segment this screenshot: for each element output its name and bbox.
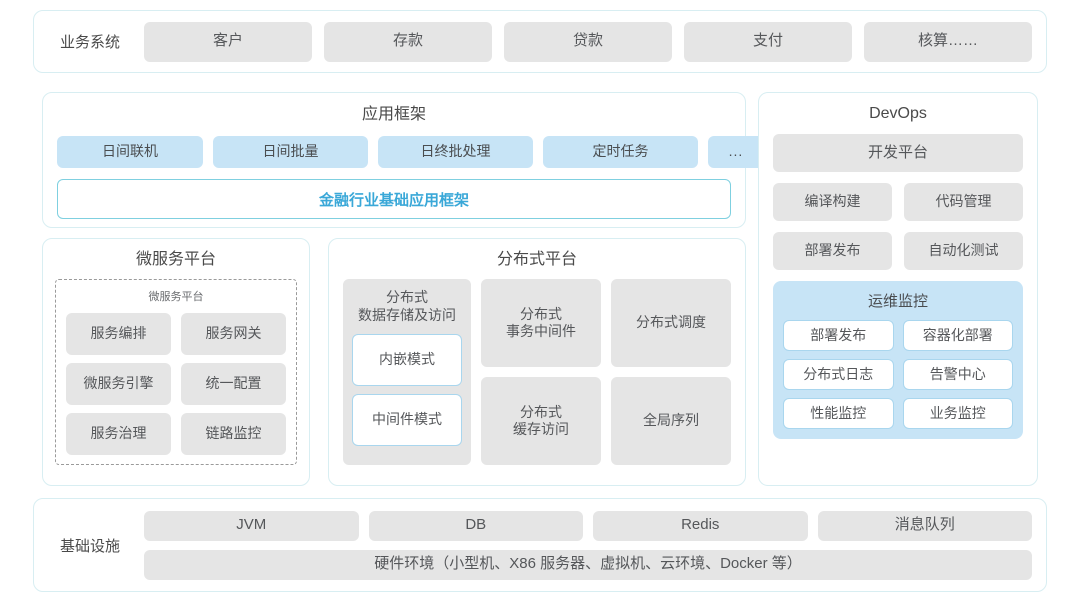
devops-title: DevOps — [869, 105, 927, 122]
business-system-item-payment[interactable]: 支付 — [684, 21, 852, 62]
middle-left-column: 应用框架 日间联机 日间批量 日终批处理 定时任务 ... 金融行业基础应用框架… — [42, 92, 764, 486]
distributed-data-storage-label: 分布式 数据存储及访问 — [358, 289, 456, 323]
ops-monitoring-title: 运维监控 — [867, 293, 928, 310]
microservice-item-gateway[interactable]: 服务网关 — [181, 313, 286, 355]
ops-monitoring-grid: 部署发布 容器化部署 分布式日志 告警中心 性能监控 业务监控 — [783, 320, 1013, 429]
business-system-row: 业务系统 客户 存款 贷款 支付 核算…… — [33, 10, 1047, 73]
devops-item-dev-platform[interactable]: 开发平台 — [773, 134, 1023, 172]
distributed-item-global-sequence[interactable]: 全局序列 — [611, 377, 731, 465]
app-framework-title: 应用框架 — [361, 106, 426, 123]
devops-item-code-management[interactable]: 代码管理 — [904, 183, 1023, 221]
infrastructure-item-hardware-env[interactable]: 硬件环境（小型机、X86 服务器、虚拟机、云环境、Docker 等） — [144, 549, 1032, 580]
app-framework-panel: 应用框架 日间联机 日间批量 日终批处理 定时任务 ... 金融行业基础应用框架 — [42, 92, 764, 228]
business-system-item-loan[interactable]: 贷款 — [504, 21, 672, 62]
microservice-items-grid: 服务编排 服务网关 微服务引擎 统一配置 服务治理 链路监控 — [66, 313, 286, 455]
microservice-item-governance[interactable]: 服务治理 — [66, 413, 171, 455]
ops-item-business-monitor[interactable]: 业务监控 — [902, 398, 1013, 429]
app-framework-item-more[interactable]: ... — [708, 136, 764, 168]
ops-item-distributed-log[interactable]: 分布式日志 — [783, 359, 894, 390]
devops-item-deploy-release[interactable]: 部署发布 — [773, 232, 892, 270]
devops-items-grid: 编译构建 代码管理 部署发布 自动化测试 — [773, 183, 1023, 270]
business-system-label: 业务系统 — [59, 34, 120, 51]
devops-item-automated-test[interactable]: 自动化测试 — [904, 232, 1023, 270]
ops-item-alert-center[interactable]: 告警中心 — [902, 359, 1013, 390]
distributed-platform-panel: 分布式平台 分布式 数据存储及访问 内嵌模式 中间件模式 分布式 事务中间件 分… — [328, 238, 746, 486]
app-framework-item-daytime-batch[interactable]: 日间批量 — [213, 136, 368, 168]
hardware-env-row: 硬件环境（小型机、X86 服务器、虚拟机、云环境、Docker 等） — [144, 549, 1032, 580]
distributed-item-cache-access[interactable]: 分布式 缓存访问 — [481, 377, 601, 465]
infrastructure-item-message-queue[interactable]: 消息队列 — [817, 510, 1032, 541]
infrastructure-item-redis[interactable]: Redis — [593, 510, 808, 541]
business-system-item-customer[interactable]: 客户 — [144, 21, 312, 62]
ops-item-deploy-release[interactable]: 部署发布 — [783, 320, 894, 351]
app-framework-items: 日间联机 日间批量 日终批处理 定时任务 ... — [57, 136, 764, 168]
microservice-platform-panel: 微服务平台 微服务平台 服务编排 服务网关 微服务引擎 统一配置 服务治理 链路… — [42, 238, 310, 486]
app-framework-item-daytime-online[interactable]: 日间联机 — [57, 136, 203, 168]
infrastructure-content: JVM DB Redis 消息队列 硬件环境（小型机、X86 服务器、虚拟机、云… — [132, 510, 1032, 580]
devops-item-compile-build[interactable]: 编译构建 — [773, 183, 892, 221]
business-system-item-accounting[interactable]: 核算…… — [864, 21, 1032, 62]
distributed-items-grid: 分布式 事务中间件 分布式调度 分布式 缓存访问 全局序列 — [481, 279, 731, 465]
microservice-item-unified-config[interactable]: 统一配置 — [181, 363, 286, 405]
distributed-platform-body: 分布式 数据存储及访问 内嵌模式 中间件模式 分布式 事务中间件 分布式调度 分… — [343, 279, 731, 465]
distributed-item-middleware-mode[interactable]: 中间件模式 — [352, 394, 462, 446]
business-system-item-deposit[interactable]: 存款 — [324, 21, 492, 62]
finance-base-framework-bar[interactable]: 金融行业基础应用框架 — [57, 179, 731, 219]
microservice-dashed-group: 微服务平台 服务编排 服务网关 微服务引擎 统一配置 服务治理 链路监控 — [55, 279, 297, 465]
microservice-item-engine[interactable]: 微服务引擎 — [66, 363, 171, 405]
distributed-data-storage-group[interactable]: 分布式 数据存储及访问 内嵌模式 中间件模式 — [343, 279, 471, 465]
infrastructure-item-jvm[interactable]: JVM — [144, 510, 359, 541]
ops-item-performance-monitor[interactable]: 性能监控 — [783, 398, 894, 429]
infrastructure-items: JVM DB Redis 消息队列 — [144, 510, 1032, 541]
microservice-platform-title: 微服务平台 — [135, 251, 216, 268]
ops-monitoring-group: 运维监控 部署发布 容器化部署 分布式日志 告警中心 性能监控 业务监控 — [773, 281, 1023, 439]
distributed-item-transaction-middleware[interactable]: 分布式 事务中间件 — [481, 279, 601, 367]
app-framework-item-scheduled-task[interactable]: 定时任务 — [543, 136, 698, 168]
ops-item-container-deploy[interactable]: 容器化部署 — [902, 320, 1013, 351]
microservice-sub-title: 微服务平台 — [148, 291, 204, 303]
middle-section: 应用框架 日间联机 日间批量 日终批处理 定时任务 ... 金融行业基础应用框架… — [42, 92, 1038, 486]
microservice-item-orchestration[interactable]: 服务编排 — [66, 313, 171, 355]
distributed-item-scheduling[interactable]: 分布式调度 — [611, 279, 731, 367]
distributed-platform-title: 分布式平台 — [496, 251, 577, 268]
app-framework-item-eod-batch[interactable]: 日终批处理 — [378, 136, 533, 168]
infrastructure-item-db[interactable]: DB — [368, 510, 583, 541]
infrastructure-row: 基础设施 JVM DB Redis 消息队列 硬件环境（小型机、X86 服务器、… — [33, 498, 1047, 592]
devops-panel: DevOps 开发平台 编译构建 代码管理 部署发布 自动化测试 运维监控 部署… — [758, 92, 1038, 486]
distributed-item-embedded-mode[interactable]: 内嵌模式 — [352, 334, 462, 386]
infrastructure-label: 基础设施 — [59, 537, 120, 555]
microservice-item-trace-monitor[interactable]: 链路监控 — [181, 413, 286, 455]
